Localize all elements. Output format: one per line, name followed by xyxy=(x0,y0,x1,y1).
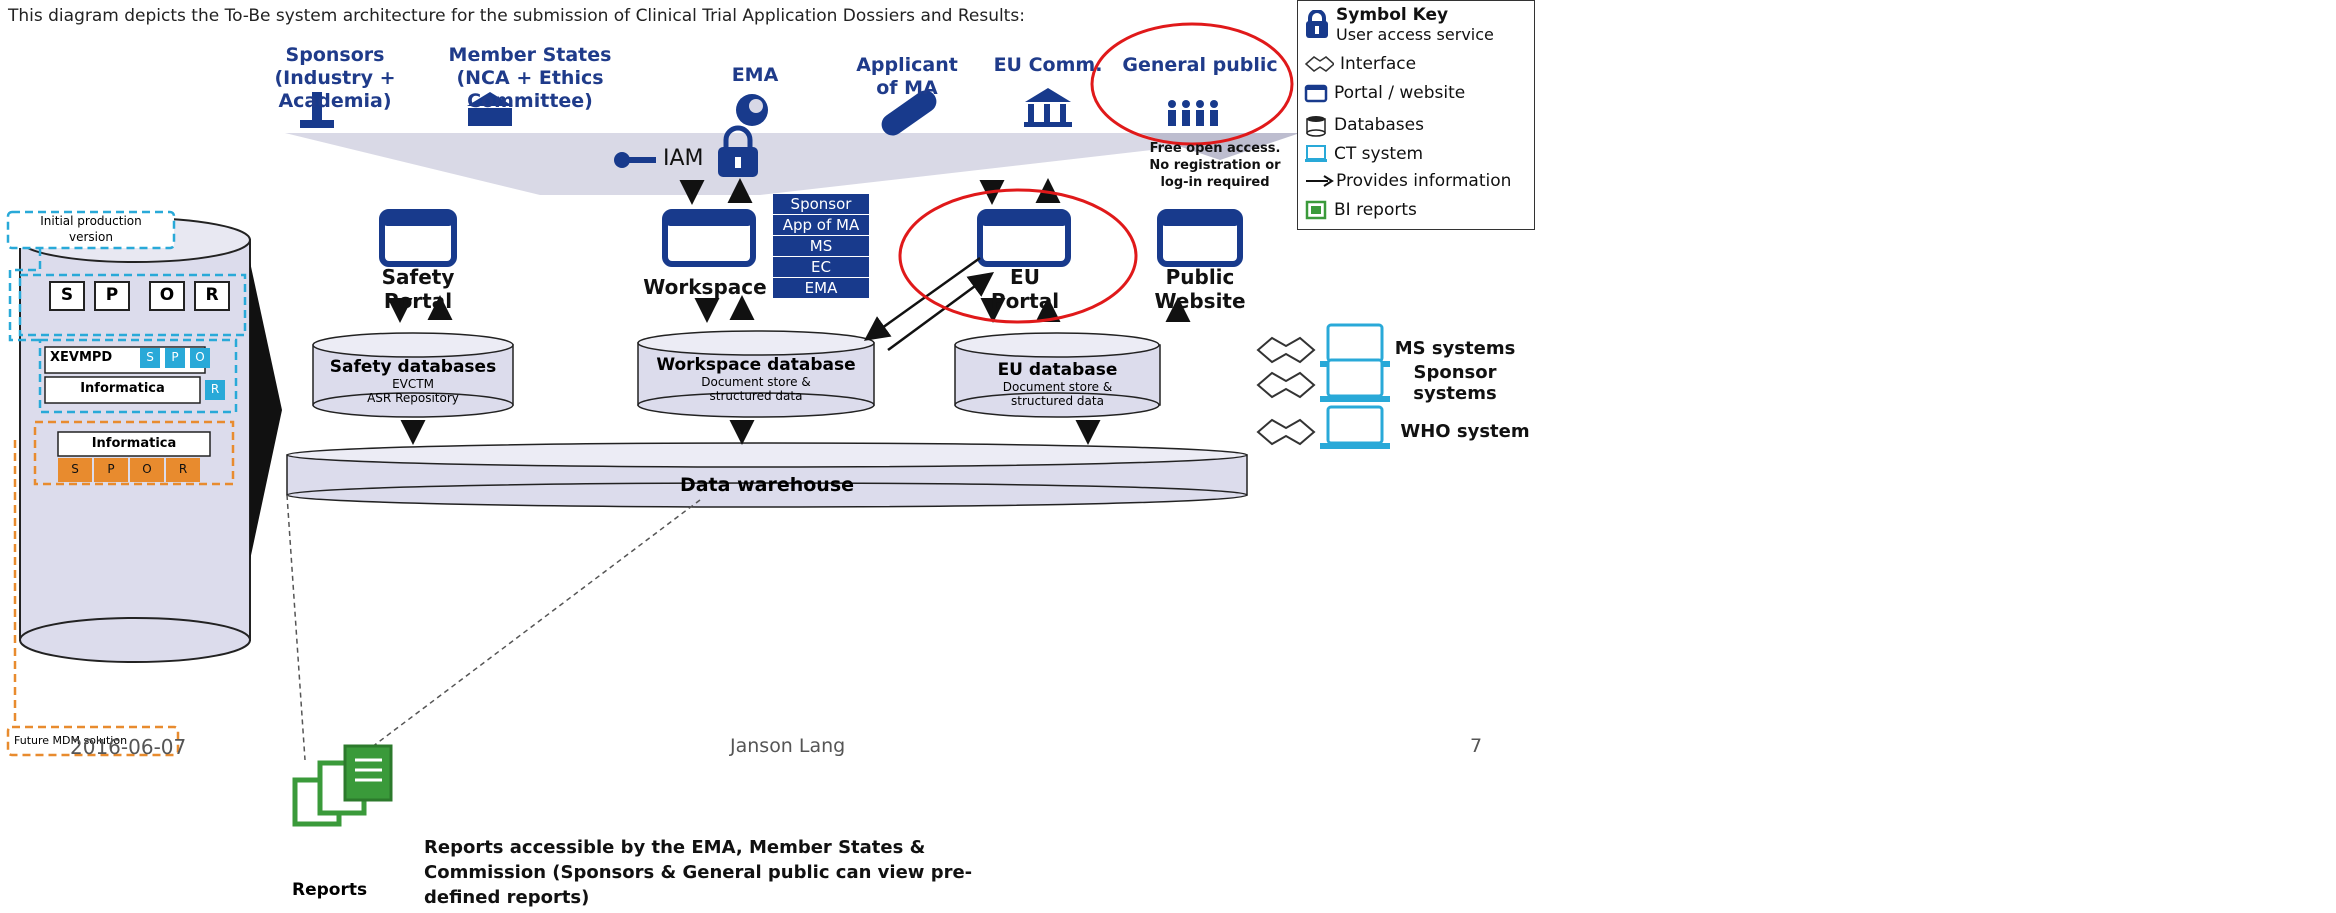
xevmpd-tag-s: S xyxy=(146,350,154,364)
safety-db-text: Safety databases EVCTM ASR Repository xyxy=(313,357,513,405)
data-warehouse xyxy=(286,442,1248,508)
ema-logo-icon xyxy=(736,94,768,126)
safety-portal-icon xyxy=(379,209,457,267)
government-building-icon xyxy=(467,92,513,126)
actor-applicant-label: Applicant of MA xyxy=(856,54,958,99)
informatica-label: Informatica xyxy=(80,381,165,396)
pill-icon xyxy=(881,90,937,136)
spor-letter-o: O xyxy=(159,285,175,305)
handshake-icon xyxy=(1304,56,1334,72)
informatica-future-tag-s: S xyxy=(71,462,79,476)
xevmpd-tag-p: P xyxy=(171,350,179,364)
portal-icon xyxy=(1304,84,1328,103)
highlight-eu-portal xyxy=(898,188,1138,324)
eu-database xyxy=(954,332,1161,418)
safety-portal-label: Safety Portal xyxy=(381,265,455,313)
actor-general-public-label: General public xyxy=(1122,54,1278,76)
key-label-user-access: User access service xyxy=(1336,25,1494,44)
key-label-interface: Interface xyxy=(1340,54,1417,74)
bi-report-icon xyxy=(1305,200,1327,220)
actor-sponsors-label: Sponsors (Industry + Academia) xyxy=(274,44,396,112)
key-label-ct-system: CT system xyxy=(1334,144,1424,164)
workspace-label: Workspace xyxy=(643,275,767,299)
public-website-label: Public Website xyxy=(1154,265,1246,313)
actor-member-states-label: Member States (NCA + Ethics Committee) xyxy=(448,44,612,112)
informatica-future-tag-p: P xyxy=(107,462,115,476)
eu-portal-label: EU Portal xyxy=(990,265,1060,313)
spor-letters xyxy=(49,281,230,311)
institution-icon xyxy=(1024,88,1072,127)
safety-db-title: Safety databases xyxy=(329,357,497,377)
eu-portal-icon xyxy=(977,209,1071,267)
data-warehouse-label: Data warehouse xyxy=(679,474,855,496)
iam-lock-icon xyxy=(718,125,758,177)
microscope-icon xyxy=(300,92,334,128)
who-system-icons xyxy=(1256,405,1390,449)
role-ema: EMA xyxy=(773,278,869,298)
people-icon xyxy=(1168,100,1218,126)
footer-author: Janson Lang xyxy=(730,735,846,757)
informatica-tag-r: R xyxy=(210,382,220,396)
reports-icon xyxy=(292,744,393,827)
actor-ema-label: EMA xyxy=(731,64,779,86)
spor-feed-arrow xyxy=(250,262,282,560)
free-access-note: Free open access. No registration or log… xyxy=(1149,141,1281,190)
spor-letter-p: P xyxy=(105,285,119,305)
workspace-database xyxy=(637,330,875,418)
eu-db-sub2: structured data xyxy=(1011,394,1104,408)
ct-system-icon xyxy=(1305,145,1327,162)
informatica-future-label: Informatica xyxy=(91,436,177,451)
xevmpd-label: XEVMPD xyxy=(50,350,113,365)
highlight-general-public xyxy=(1090,22,1294,146)
who-system-label: WHO system xyxy=(1400,421,1530,442)
reports-description: Reports accessible by the EMA, Member St… xyxy=(424,837,973,908)
xevmpd-tag-o: O xyxy=(195,350,205,364)
future-mdm-label: Future MDM solution xyxy=(14,734,128,747)
key-label-portal: Portal / website xyxy=(1334,83,1466,103)
footer-date: 2016-06-07 xyxy=(70,735,187,759)
public-website-icon xyxy=(1157,209,1243,267)
spor-letter-s: S xyxy=(60,285,74,305)
key-label-bi-reports: BI reports xyxy=(1334,200,1417,220)
eu-db-sub1: Document store & xyxy=(1002,380,1113,394)
eu-db-text: EU database Document store & structured … xyxy=(955,360,1160,408)
safety-db-sub2: ASR Repository xyxy=(367,391,459,405)
footer-page-number: 7 xyxy=(1470,735,1483,757)
actor-eu-comm-label: EU Comm. xyxy=(993,54,1103,76)
workspace-db-title: Workspace database xyxy=(656,355,856,375)
sponsor-systems-icons xyxy=(1256,358,1390,402)
iam-label: IAM xyxy=(663,146,704,171)
key-label-databases: Databases xyxy=(1334,115,1424,135)
informatica-future-tag-r: R xyxy=(178,462,188,476)
workspace-db-text: Workspace database Document store & stru… xyxy=(638,355,874,403)
workspace-roles-list: Sponsor App of MA MS EC EMA xyxy=(773,194,869,298)
informatica-future-tag-o: O xyxy=(142,462,152,476)
ms-systems-label: MS systems xyxy=(1394,338,1516,359)
workspace-db-sub2: structured data xyxy=(709,389,803,403)
workspace-db-sub1: Document store & xyxy=(701,375,811,389)
lock-icon xyxy=(1306,9,1328,38)
role-app-of-ma: App of MA xyxy=(773,215,869,235)
database-icon xyxy=(1306,116,1326,137)
symbol-key-title: Symbol Key xyxy=(1336,5,1449,25)
iam-band xyxy=(285,133,1300,195)
key-label-provides: Provides information xyxy=(1336,171,1512,191)
role-ec: EC xyxy=(773,257,869,277)
eu-db-title: EU database xyxy=(997,360,1118,380)
reports-label: Reports xyxy=(292,880,368,900)
diagram-description: This diagram depicts the To-Be system ar… xyxy=(8,6,1025,26)
safety-db-sub1: EVCTM xyxy=(392,377,434,391)
sponsor-systems-label: Sponsor systems xyxy=(1413,362,1497,404)
spor-letter-r: R xyxy=(205,285,219,305)
arrow-icon xyxy=(1306,175,1334,187)
role-sponsor: Sponsor xyxy=(773,194,869,214)
workspace-portal-icon xyxy=(662,209,756,267)
flow-arrows xyxy=(387,178,1191,445)
role-ms: MS xyxy=(773,236,869,256)
initial-production-label: Initial production version xyxy=(40,214,142,244)
iam-key-icon xyxy=(614,152,656,168)
safety-database xyxy=(312,332,514,418)
symbol-key: Symbol Key User access service Interface… xyxy=(1297,0,1535,230)
